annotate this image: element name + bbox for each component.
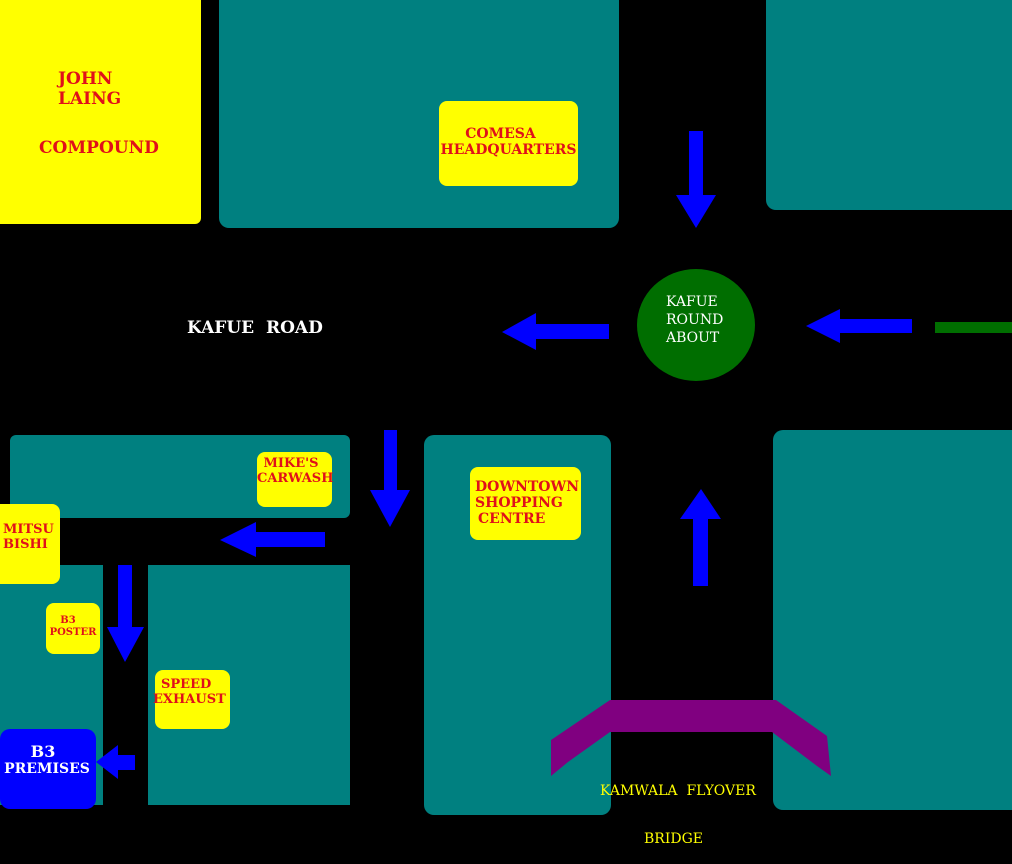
downtown-label: DOWNTOWN SHOPPING CENTRE <box>475 479 579 528</box>
arrow-left-from-roundabout <box>502 313 609 350</box>
downtown-shopping-centre <box>470 467 581 540</box>
arrow-down-to-roundabout <box>676 131 716 228</box>
arrow-down-to-premises <box>107 565 144 662</box>
arrow-left-to-premises <box>96 745 135 779</box>
b3-poster-label: B3 POSTER <box>49 615 97 638</box>
arrow-left-side-street <box>220 522 325 557</box>
bridge-label: KAMWALA FLYOVER BRIDGE <box>600 783 756 848</box>
block-top-right <box>766 0 1012 210</box>
kafue-roundabout <box>637 269 755 381</box>
kafue-road-label: KAFUE ROAD <box>187 318 323 338</box>
compound-label: COMPOUND <box>39 138 159 158</box>
mikes-carwash <box>257 452 332 507</box>
b3-poster <box>46 603 100 654</box>
comesa-label: COMESA HEADQUARTERS <box>440 126 577 159</box>
john-laing-label: JOHN LAING <box>58 69 122 109</box>
arrow-up-to-roundabout <box>680 489 721 586</box>
kafue-roundabout-label: KAFUE ROUND ABOUT <box>666 294 724 346</box>
arrow-down-side-road <box>370 430 410 527</box>
comesa-headquarters <box>439 101 578 186</box>
speed-exhaust <box>155 670 230 729</box>
roundabout-exit-road-east <box>935 322 1012 333</box>
mitsubishi <box>0 504 60 584</box>
mikes-carwash-label: MIKE'S CARWASH <box>257 456 334 486</box>
john-laing-compound <box>0 0 201 224</box>
mitsubishi-label: MITSU BISHI <box>3 522 54 552</box>
arrow-left-to-roundabout <box>806 309 912 343</box>
speed-exhaust-label: SPEED EXHAUST <box>153 677 226 707</box>
block-bottom-right <box>773 430 1012 810</box>
b3-premises-label: B3 PREMISES <box>4 742 90 778</box>
